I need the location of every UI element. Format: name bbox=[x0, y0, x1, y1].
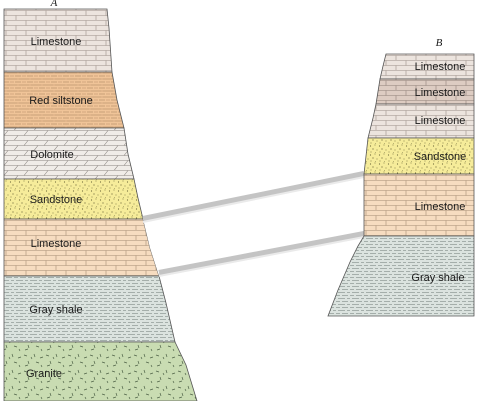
column-b: B Limestone Limestone Limestone Sandston… bbox=[327, 37, 475, 317]
column-b-letter: B bbox=[436, 37, 443, 49]
layer-a-granite bbox=[3, 341, 198, 401]
layer-a-label-7: Granite bbox=[26, 368, 62, 380]
correlation-line-upper-edge bbox=[142, 176, 365, 223]
layer-a-limestone-1 bbox=[3, 8, 113, 73]
column-a: A Limestone Red siltstone Dolomite Sands… bbox=[3, 0, 198, 401]
layer-a-sandstone bbox=[3, 178, 144, 220]
layer-b-label-3: Limestone bbox=[415, 115, 466, 127]
layer-b-label-2: Limestone bbox=[415, 87, 466, 99]
layer-b-gray-shale bbox=[327, 235, 475, 317]
layer-a-limestone-2 bbox=[3, 218, 160, 277]
layer-a-label-4: Sandstone bbox=[30, 194, 83, 206]
layer-b-label-4: Sandstone bbox=[414, 151, 467, 163]
column-a-letter: A bbox=[50, 0, 58, 9]
layer-a-label-1: Limestone bbox=[31, 36, 82, 48]
correlation-line-lower-edge bbox=[158, 236, 365, 277]
correlation-band-sandstone-limestone bbox=[143, 174, 364, 276]
layer-b-label-5: Limestone bbox=[415, 201, 466, 213]
layer-a-label-6: Gray shale bbox=[29, 304, 82, 316]
layer-a-dolomite bbox=[3, 127, 135, 180]
correlation-line-upper bbox=[142, 171, 365, 222]
layer-b-label-1: Limestone bbox=[415, 61, 466, 73]
layer-a-label-2: Red siltstone bbox=[29, 95, 93, 107]
layer-a-label-5: Limestone bbox=[31, 238, 82, 250]
correlation-bands bbox=[142, 171, 365, 277]
layer-a-gray-shale bbox=[3, 275, 176, 343]
layer-a-red-siltstone bbox=[3, 71, 125, 129]
correlation-line-lower bbox=[158, 231, 365, 276]
layer-a-label-3: Dolomite bbox=[30, 149, 73, 161]
layer-b-label-6: Gray shale bbox=[411, 272, 464, 284]
